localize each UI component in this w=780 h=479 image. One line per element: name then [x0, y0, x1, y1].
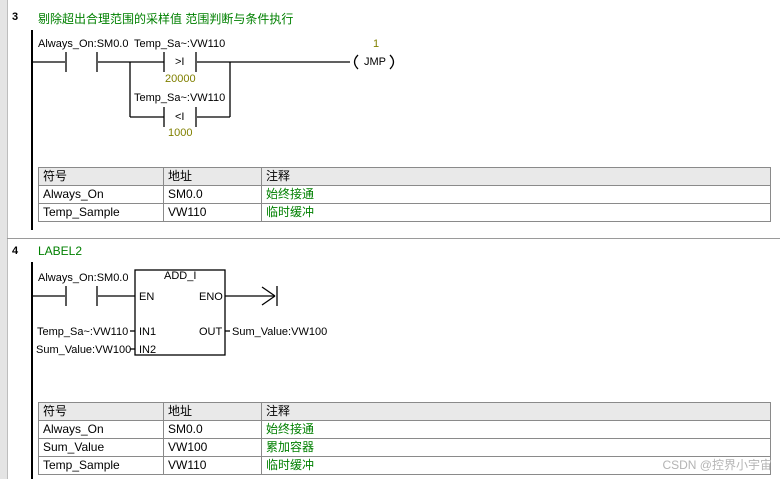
contact-operand-label: Always_On:SM0.0 — [38, 272, 129, 284]
network-comment[interactable]: 剔除超出合理范围的采样值 范围判断与条件执行 — [38, 12, 294, 26]
block-out-operand: Sum_Value:VW100 — [232, 326, 328, 338]
cell-symbol: Sum_Value — [38, 438, 164, 457]
cell-address: SM0.0 — [163, 420, 262, 439]
cell-symbol: Temp_Sample — [38, 203, 164, 222]
table-row[interactable]: Temp_Sample VW110 临时缓冲 — [38, 203, 771, 222]
col-header-comment: 注释 — [261, 402, 771, 421]
network-number: 3 — [12, 11, 19, 23]
cell-address: VW110 — [163, 456, 262, 475]
network-separator — [7, 238, 780, 239]
compare-gt-value: 20000 — [165, 73, 196, 85]
table-row[interactable]: Sum_Value VW100 累加容器 — [38, 438, 771, 457]
cell-symbol: Always_On — [38, 420, 164, 439]
block-in1-pin: IN1 — [139, 326, 157, 338]
cell-address: VW100 — [163, 438, 262, 457]
block-in2-pin: IN2 — [139, 344, 157, 356]
network-comment[interactable]: LABEL2 — [38, 244, 83, 258]
table-header-row: 符号 地址 注释 — [38, 402, 771, 421]
block-in1-operand: Temp_Sa~:VW110 — [37, 326, 129, 338]
cell-comment: 累加容器 — [261, 438, 771, 457]
coil-param: 1 — [373, 38, 380, 50]
col-header-symbol: 符号 — [38, 402, 164, 421]
editor-gutter — [0, 0, 8, 479]
compare-lt-op: <I — [175, 111, 185, 123]
symbol-table: 符号 地址 注释 Always_On SM0.0 始终接通 Sum_Value … — [38, 402, 771, 475]
add-i-block — [134, 269, 226, 356]
cell-comment: 始终接通 — [261, 420, 771, 439]
symbol-table: 符号 地址 注释 Always_On SM0.0 始终接通 Temp_Sampl… — [38, 167, 771, 222]
coil-name: JMP — [364, 56, 386, 68]
cell-symbol: Temp_Sample — [38, 456, 164, 475]
block-title: ADD_I — [164, 270, 197, 282]
power-rail — [31, 262, 33, 479]
block-eno-pin: ENO — [199, 291, 223, 303]
cell-comment: 临时缓冲 — [261, 456, 771, 475]
cell-comment: 临时缓冲 — [261, 203, 771, 222]
col-header-address: 地址 — [163, 402, 262, 421]
block-in2-operand: Sum_Value:VW100 — [36, 344, 132, 356]
compare-gt-op: >I — [175, 56, 185, 68]
network-number: 4 — [12, 245, 19, 257]
block-en-pin: EN — [139, 291, 155, 303]
compare-gt-operand-label: Temp_Sa~:VW110 — [134, 38, 226, 50]
power-rail — [31, 30, 33, 230]
compare-lt-value: 1000 — [168, 127, 193, 139]
table-row[interactable]: Always_On SM0.0 始终接通 — [38, 420, 771, 439]
block-out-pin: OUT — [199, 326, 223, 338]
contact-operand-label: Always_On:SM0.0 — [38, 38, 129, 50]
watermark: CSDN @控界小宇宙 — [662, 458, 772, 472]
table-row[interactable]: Temp_Sample VW110 临时缓冲 — [38, 456, 771, 475]
compare-lt-operand-label: Temp_Sa~:VW110 — [134, 92, 226, 104]
cell-symbol: Always_On — [38, 185, 164, 204]
